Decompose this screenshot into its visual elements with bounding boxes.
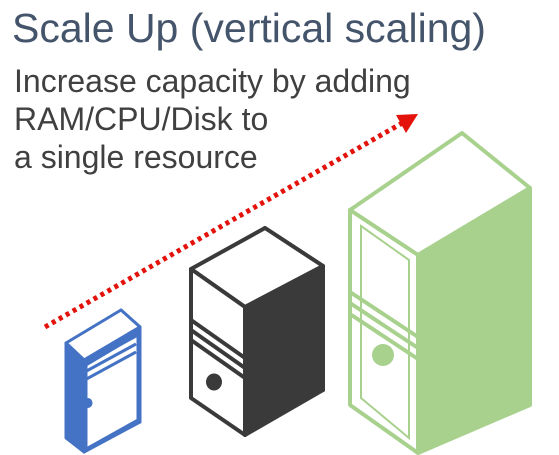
subtitle-line-1: Increase capacity by adding [14, 63, 411, 99]
medium-server-icon [189, 226, 325, 437]
large-server-icon [348, 131, 532, 455]
arrow-head [396, 114, 418, 133]
growth-arrow [43, 114, 418, 330]
subtitle-line-2: RAM/CPU/Disk to [14, 101, 269, 137]
title-paren: ( [189, 5, 204, 51]
diagram-subtitle: Increase capacity by adding RAM/CPU/Disk… [14, 62, 444, 176]
subtitle-line-3: a single resource [14, 139, 258, 175]
title-rest: vertical scaling) [203, 5, 486, 51]
diagram-title: Scale Up (vertical scaling) [12, 4, 486, 52]
title-prefix: Scale Up [12, 5, 190, 51]
small-server-icon [64, 308, 142, 454]
